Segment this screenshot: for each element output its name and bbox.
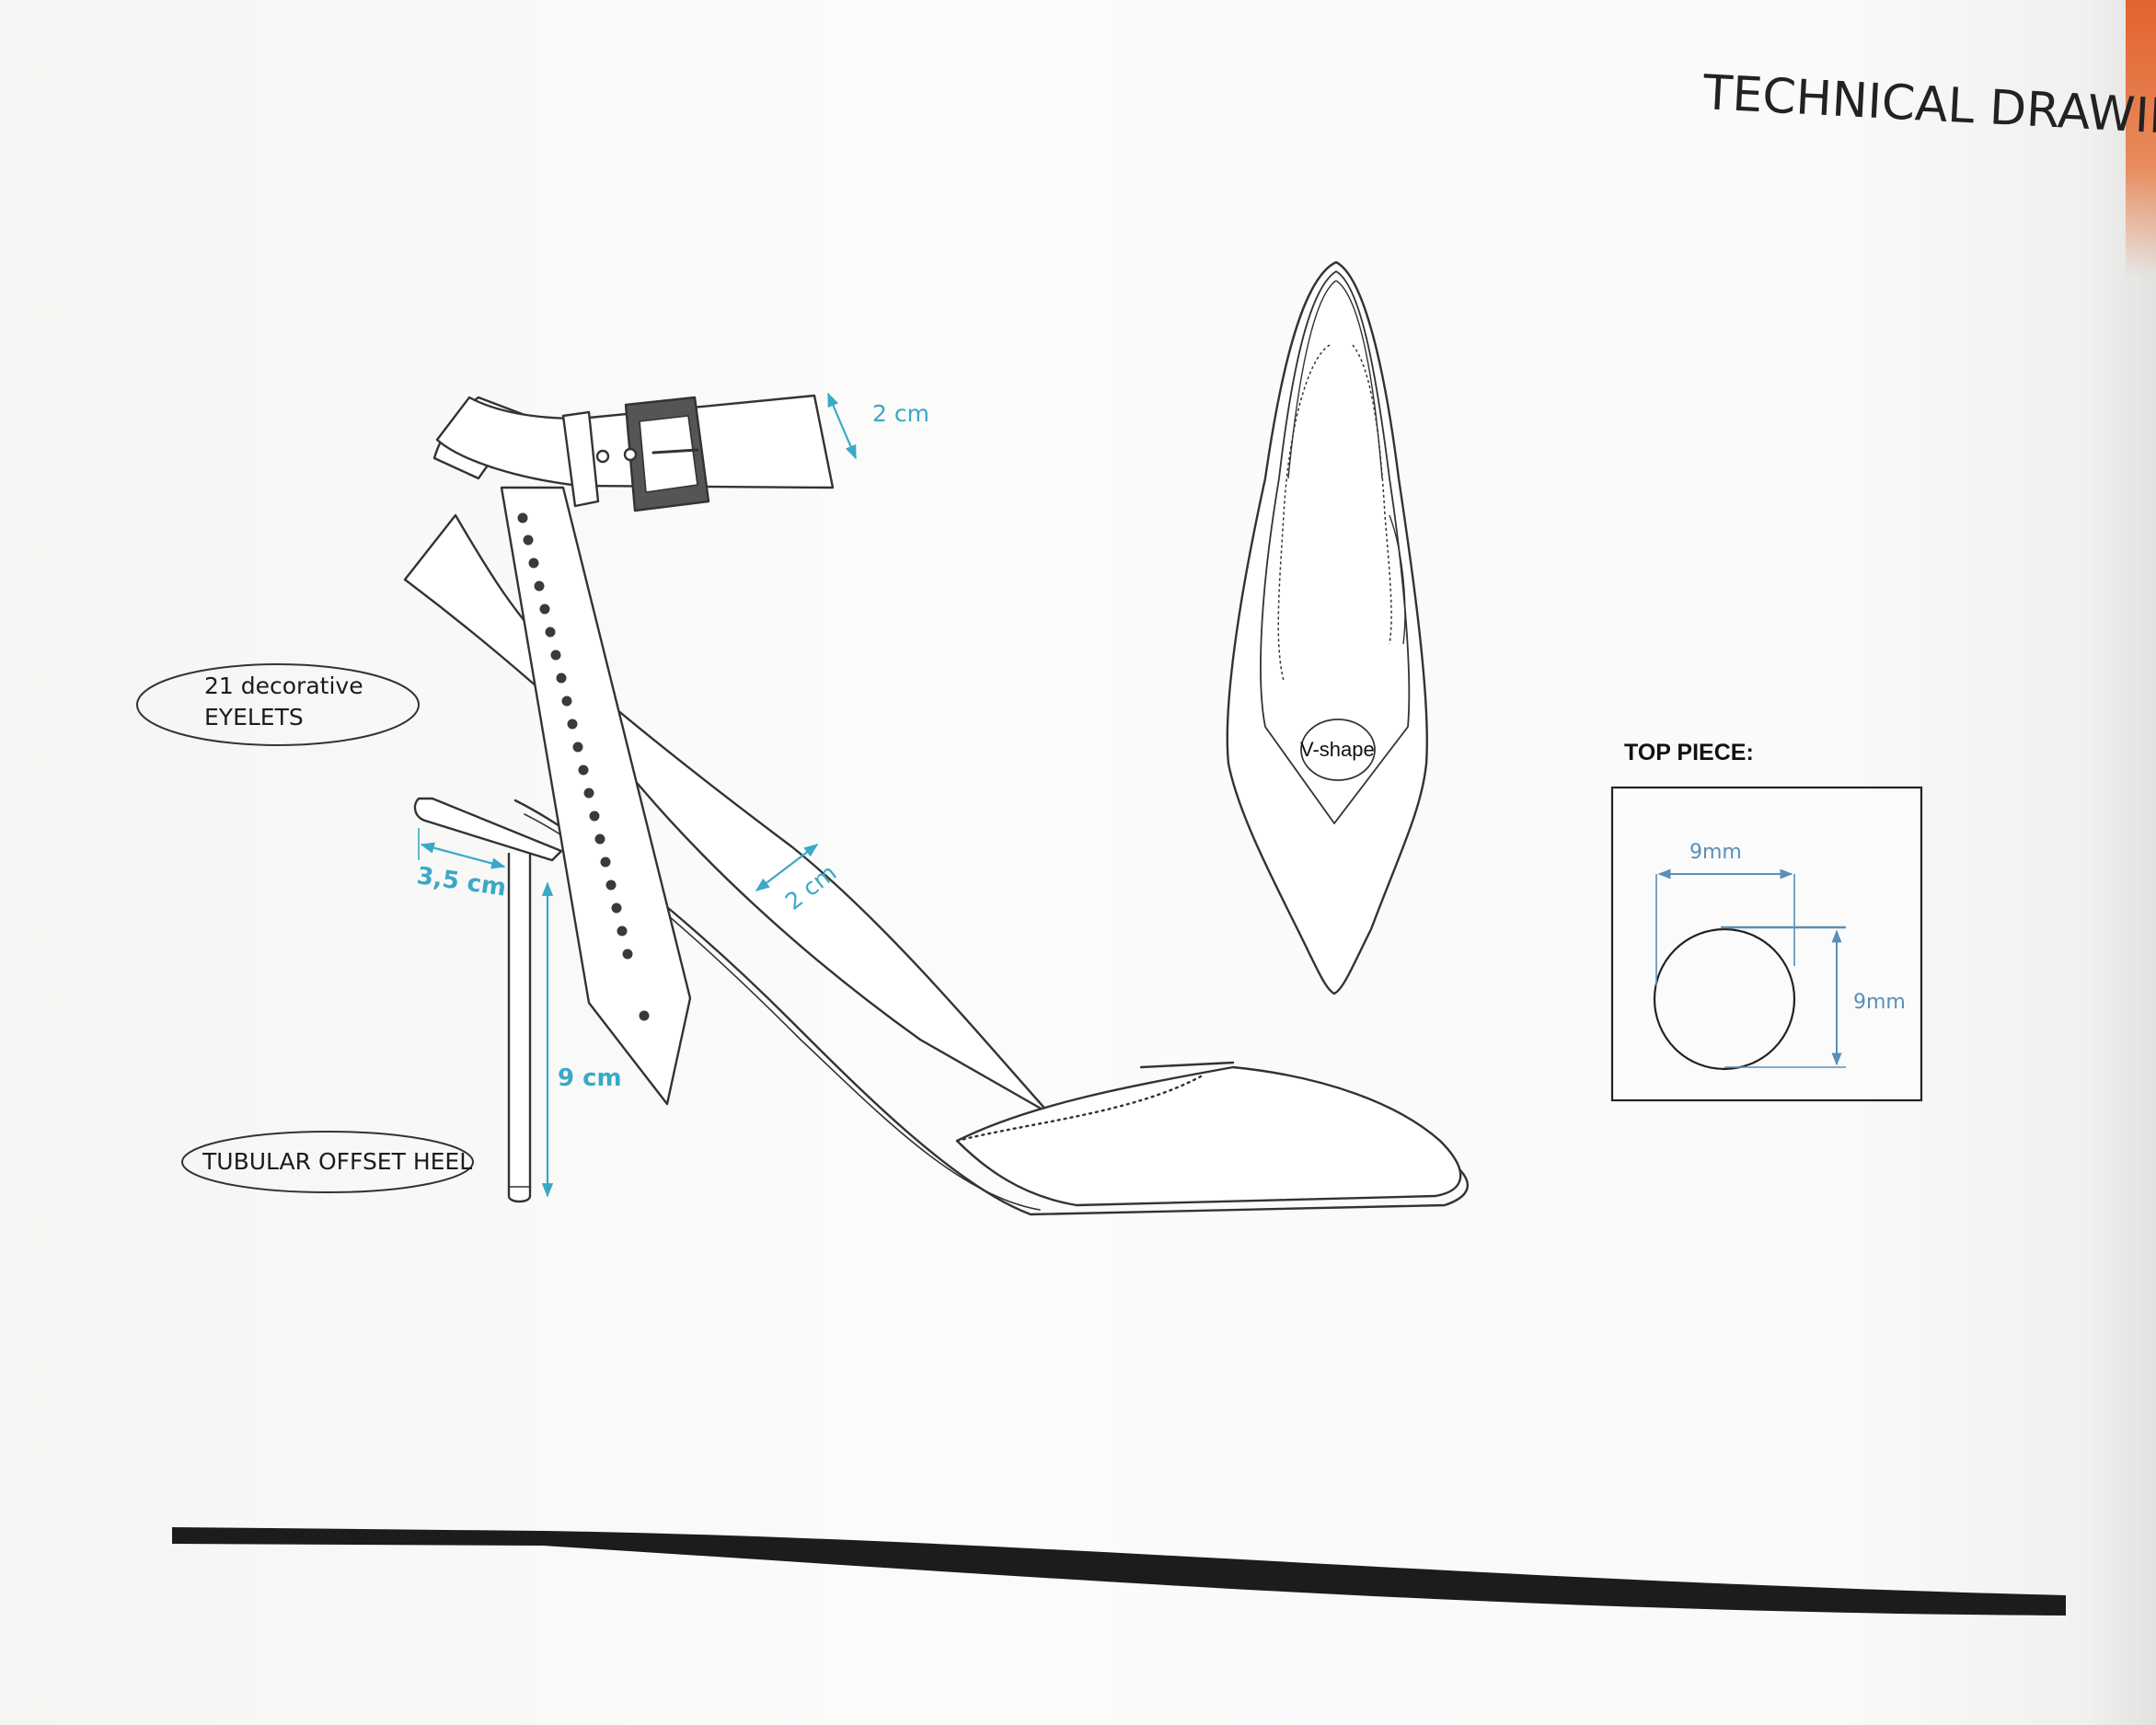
strap-keeper (561, 410, 600, 508)
side-strap-width-arrow (755, 844, 819, 891)
toe-tab (1139, 1061, 1235, 1069)
bottom-decorative-stroke (172, 1527, 2066, 1616)
shoe-top-view (1226, 260, 1428, 995)
heel-callout-text: TUBULAR OFFSET HEEL (202, 1148, 472, 1175)
shoe-side-view (403, 394, 1469, 1216)
strap-width-label: 2 cm (872, 400, 929, 427)
heel-callout: TUBULAR OFFSET HEEL (181, 1131, 474, 1193)
top-piece-diagram: 9mm 9mm (1610, 786, 1923, 1102)
vshape-callout-text: V-shape (1300, 738, 1375, 761)
top-piece-width-label: 9mm (1689, 841, 1742, 864)
top-piece-label: TOP PIECE: (1624, 740, 1754, 765)
vshape-callout: V-shape (1300, 719, 1376, 781)
top-piece-height-label: 9mm (1853, 991, 1906, 1014)
heel-offset-arrow (420, 842, 506, 869)
heel-height-label: 9 cm (558, 1064, 622, 1092)
back-quarter (403, 513, 1051, 1115)
strap-width-arrow (826, 392, 858, 460)
eyelets-callout-line1: 21 decorative (204, 673, 363, 699)
decorative-eyelets (517, 512, 650, 1021)
top-view-insole (1277, 344, 1392, 682)
top-piece-circle (1653, 927, 1796, 1071)
page-title: TECHNICAL DRAWINGS (1701, 65, 2156, 149)
eyelets-callout-line2: EYELETS (204, 704, 304, 730)
top-view-opening (1260, 270, 1411, 824)
eyelets-callout: 21 decorative EYELETS (136, 663, 420, 746)
page-corner-tab (2126, 0, 2156, 276)
page-edge-shadow (2084, 0, 2156, 1725)
eyelet-strap (500, 486, 692, 1106)
heel-seat (413, 797, 563, 862)
heel-offset-label: 3,5 cm (415, 862, 508, 902)
vamp (955, 1065, 1462, 1207)
heel-stem (507, 852, 532, 1203)
side-dimensions (418, 392, 858, 1198)
top-view-outline (1226, 260, 1428, 995)
